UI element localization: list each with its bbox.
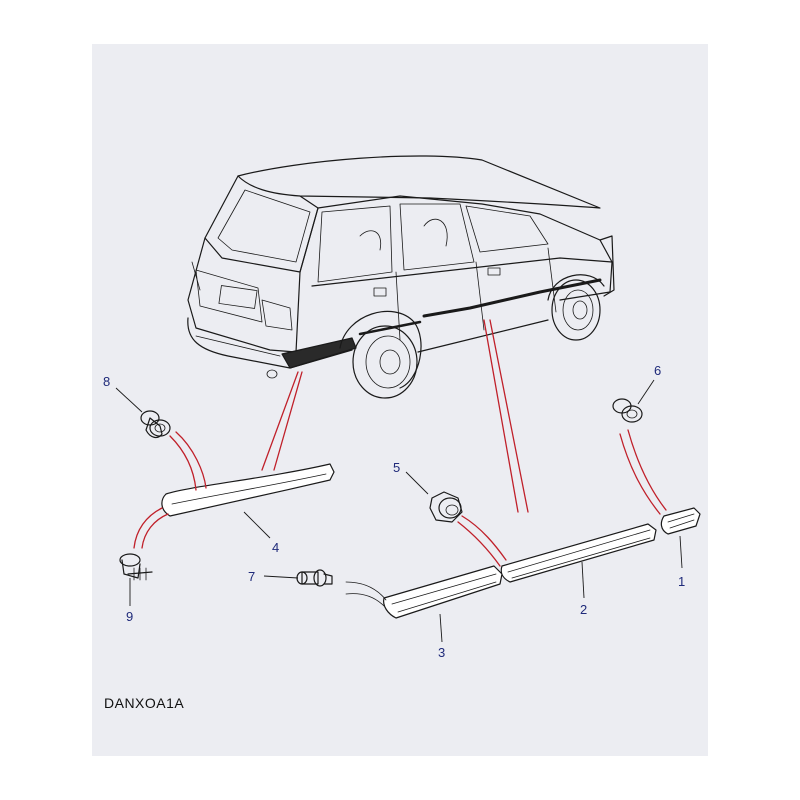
callout-9: 9 [126, 609, 133, 624]
vehicle-illustration [187, 155, 615, 399]
part-3-rear-door-moulding [383, 565, 503, 619]
part-9-screw [119, 553, 153, 581]
part-8-clip [140, 410, 171, 439]
callout-leaders [115, 379, 683, 643]
diagram-panel [92, 44, 708, 756]
part-4-rear-moulding [161, 463, 335, 517]
part-7-stud [296, 569, 333, 587]
part-1-end-cap [660, 507, 701, 535]
callout-5: 5 [393, 460, 400, 475]
callout-7: 7 [248, 569, 255, 584]
callout-2: 2 [580, 602, 587, 617]
part-5-nut [429, 491, 463, 523]
part-6-clip [612, 398, 643, 423]
assembly-lines [133, 319, 667, 607]
callout-3: 3 [438, 645, 445, 660]
callout-1: 1 [678, 574, 685, 589]
callout-4: 4 [272, 540, 279, 555]
callout-6: 6 [654, 363, 661, 378]
diagram-code: DANXOA1A [104, 695, 184, 711]
callout-8: 8 [103, 374, 110, 389]
part-2-front-door-moulding [500, 523, 657, 583]
callout-labels: 1 2 3 4 5 6 7 8 9 [103, 363, 685, 660]
